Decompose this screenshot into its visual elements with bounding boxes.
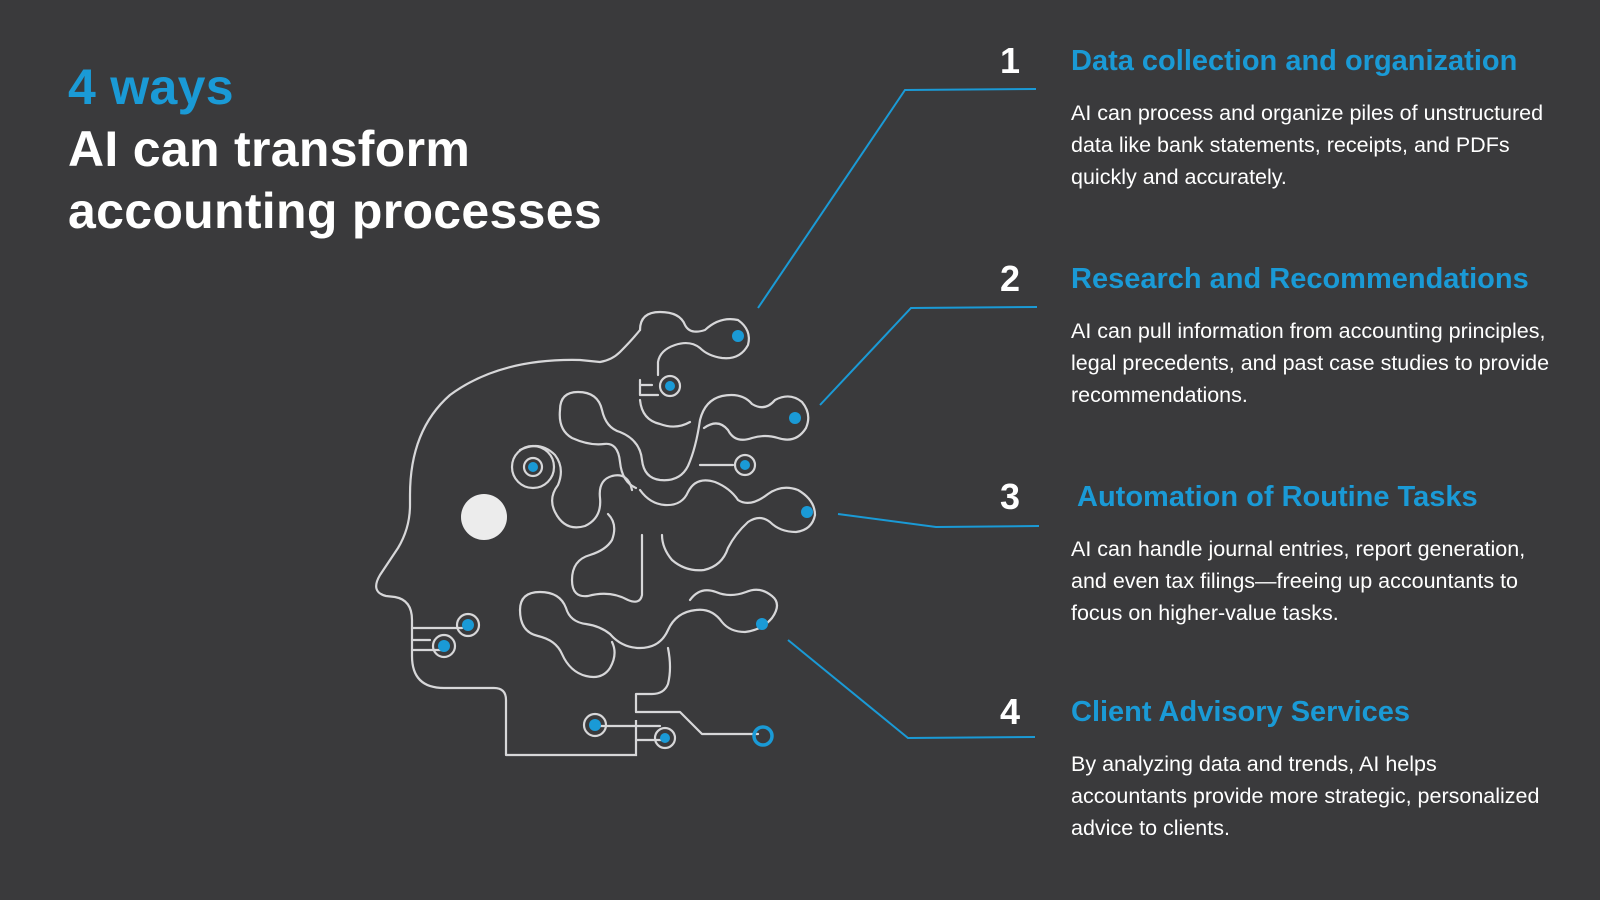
node-dot-icon: [740, 460, 750, 470]
headline-line-1: AI can transform: [68, 121, 471, 177]
node-dot-icon: [789, 412, 801, 424]
node-dot-icon: [756, 618, 768, 630]
blue-nodes: [438, 330, 813, 743]
node-dot-icon: [589, 719, 601, 731]
gear-icon: [653, 726, 677, 750]
node-dot-icon: [732, 330, 744, 342]
step-title: Automation of Routine Tasks: [1077, 481, 1478, 513]
gear-icon: [582, 712, 608, 738]
step-body: AI can pull information from accounting …: [1071, 319, 1550, 407]
gear-icon: [510, 444, 556, 490]
gear-icon: [733, 453, 757, 477]
gear-icon: [455, 612, 481, 638]
node-dot-icon: [801, 506, 813, 518]
head-base-icon: [506, 720, 638, 757]
step-body: AI can process and organize piles of uns…: [1071, 101, 1544, 189]
leader-line-2: [819, 306, 1038, 406]
step-number: 2: [1000, 258, 1021, 299]
leader-line-1: [757, 88, 1037, 309]
step-number: 4: [1000, 691, 1021, 732]
step-body: AI can handle journal entries, report ge…: [1071, 537, 1526, 625]
gear-icon: [658, 374, 682, 398]
leader-line-4: [787, 639, 1036, 740]
head-outline-icon: [375, 328, 642, 757]
step-title: Client Advisory Services: [1071, 696, 1411, 728]
leader-lines: [757, 88, 1040, 740]
gear-icon: [522, 456, 544, 478]
brain-circuit-icon: [410, 310, 817, 742]
step-body: By analyzing data and trends, AI helps a…: [1071, 752, 1540, 840]
node-dot-icon: [438, 640, 450, 652]
node-dot-icon: [528, 462, 538, 472]
node-dot-icon: [660, 733, 670, 743]
node-dot-icon: [665, 381, 675, 391]
headline: 4 ways AI can transform accounting proce…: [68, 56, 668, 242]
terminal-node-icon: [752, 725, 774, 747]
headline-accent: 4 ways: [68, 59, 234, 115]
eye-icon: [461, 494, 507, 540]
gear-icon: [431, 633, 457, 659]
step-title: Data collection and organization: [1071, 45, 1518, 77]
headline-line-2: accounting processes: [68, 183, 602, 239]
step-number: 1: [1000, 40, 1021, 81]
node-dot-icon: [462, 619, 474, 631]
leader-line-3: [837, 513, 1040, 529]
step-number: 3: [1000, 476, 1021, 517]
gear-nodes: [431, 374, 757, 750]
step-title: Research and Recommendations: [1071, 263, 1529, 295]
